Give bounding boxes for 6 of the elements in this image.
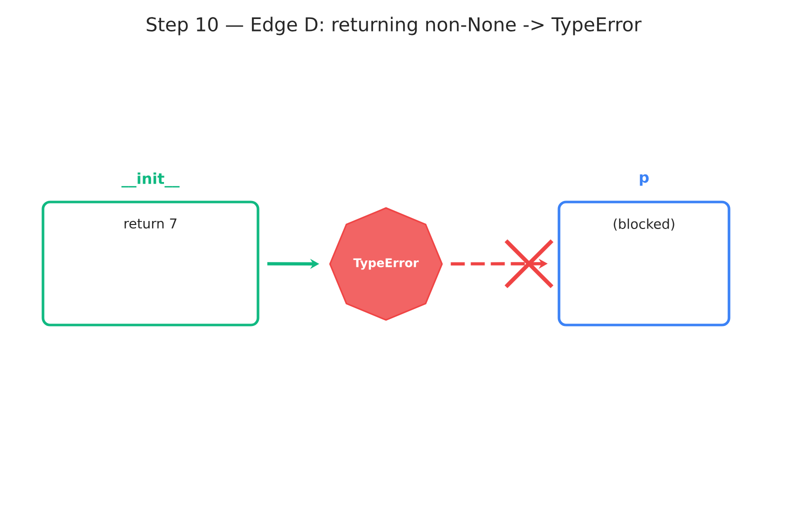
- box-heading: __init__: [121, 172, 180, 188]
- title: Step 10 — Edge D: returning non-None -> TypeError: [146, 16, 642, 36]
- error-octagon: TypeError: [329, 207, 443, 321]
- box-heading: p: [640, 174, 649, 186]
- process-box: return 7: [42, 200, 260, 326]
- process-box: (blocked): [558, 200, 730, 326]
